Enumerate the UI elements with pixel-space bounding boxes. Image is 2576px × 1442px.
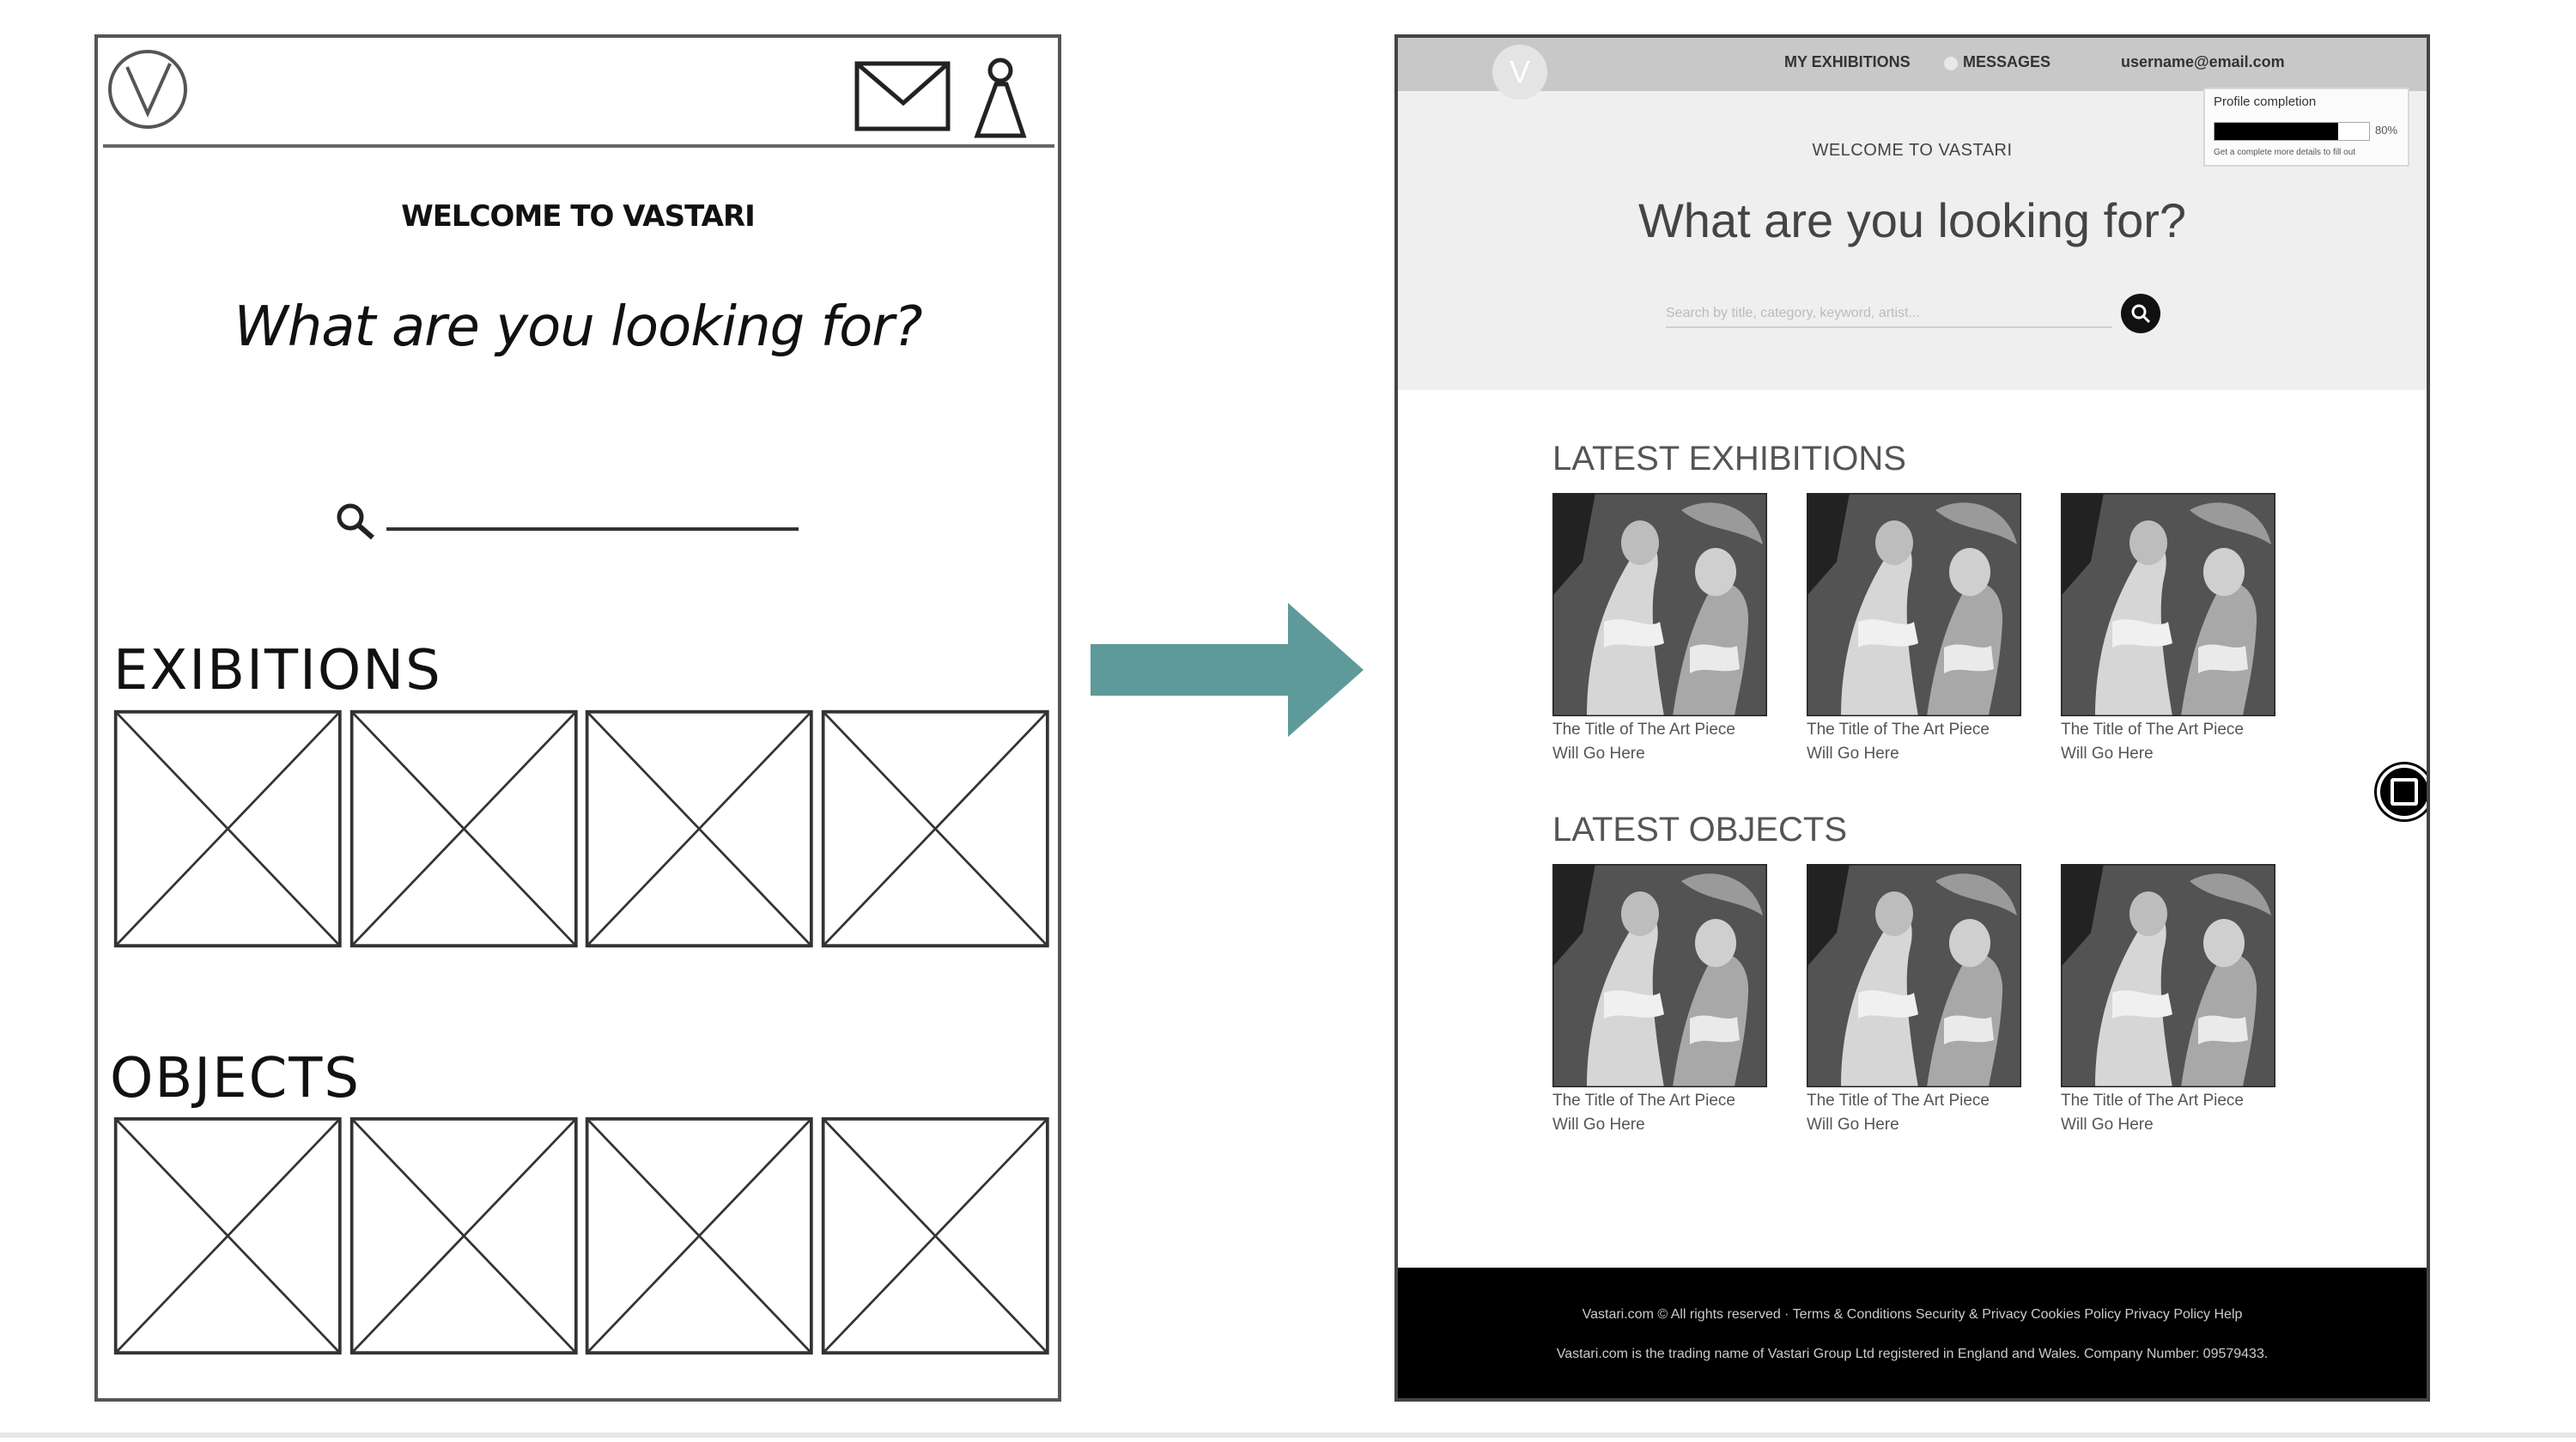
sketch-placeholder-box: [821, 709, 1050, 948]
sketch-user-icon: [974, 58, 1027, 138]
artwork-thumbnail: [1807, 864, 2021, 1087]
profile-completion-note: Get a complete more details to fill out: [2214, 148, 2356, 157]
sketch-placeholder-box: [113, 1116, 343, 1355]
exhibition-card[interactable]: The Title of The Art Piece Will Go Here: [2061, 493, 2275, 764]
welcome-heading: WELCOME TO VASTARI: [1812, 141, 2013, 160]
sketch-question: What are you looking for?: [234, 295, 922, 359]
sketch-placeholder-box: [821, 1116, 1050, 1355]
messages-dot-icon: [1944, 57, 1958, 70]
artwork-thumbnail: [1807, 493, 2021, 716]
card-title-line1: The Title of The Art Piece: [2061, 1092, 2244, 1110]
sketch-placeholder-box: [349, 1116, 579, 1355]
search-input[interactable]: [1666, 301, 2112, 328]
footer-links[interactable]: Vastari.com © All rights reserved · Term…: [1582, 1307, 2243, 1322]
hifi-mockup: V MY EXHIBITIONS MESSAGES username@email…: [1394, 34, 2430, 1402]
card-title-line1: The Title of The Art Piece: [2061, 721, 2244, 739]
card-title-line2: Will Go Here: [1552, 1116, 1645, 1134]
sketch-wireframe: WELCOME TO VASTARI What are you looking …: [94, 34, 1061, 1402]
card-title-line1: The Title of The Art Piece: [1807, 721, 1990, 739]
object-card[interactable]: The Title of The Art Piece Will Go Here: [1807, 864, 2021, 1135]
artwork-thumbnail: [2061, 493, 2275, 716]
search-question: What are you looking for?: [1637, 193, 2187, 247]
square-icon: [2391, 778, 2418, 806]
profile-completion-bar: [2214, 122, 2370, 141]
profile-completion-card[interactable]: Profile completion 80% Get a complete mo…: [2203, 88, 2409, 167]
sketch-logo-icon: [108, 50, 187, 129]
card-title-line2: Will Go Here: [2061, 1116, 2154, 1134]
card-title-line1: The Title of The Art Piece: [1552, 721, 1735, 739]
nav-messages[interactable]: MESSAGES: [1963, 53, 2051, 70]
floating-action-button[interactable]: [2377, 764, 2427, 819]
sketch-objects-title: OBJECTS: [110, 1047, 361, 1110]
nav-my-exhibitions[interactable]: MY EXHIBITIONS: [1784, 53, 1911, 70]
sketch-search-line: [386, 527, 799, 531]
site-footer: Vastari.com © All rights reserved · Term…: [1398, 1268, 2427, 1398]
search-button[interactable]: [2121, 294, 2160, 333]
object-card[interactable]: The Title of The Art Piece Will Go Here: [1552, 864, 1767, 1135]
sketch-placeholder-box: [113, 709, 343, 948]
card-title-line2: Will Go Here: [1552, 745, 1645, 763]
card-title-line2: Will Go Here: [2061, 745, 2154, 763]
profile-completion-percent: 80%: [2375, 124, 2398, 137]
card-title-line2: Will Go Here: [1807, 745, 1899, 763]
transition-arrow-icon: [1091, 603, 1364, 737]
sketch-header-divider: [103, 144, 1054, 148]
card-title-line1: The Title of The Art Piece: [1552, 1092, 1735, 1110]
exhibition-card[interactable]: The Title of The Art Piece Will Go Here: [1552, 493, 1767, 764]
sketch-mail-icon: [854, 61, 951, 131]
nav-user-email[interactable]: username@email.com: [2121, 53, 2285, 70]
footer-company-info: Vastari.com is the trading name of Vasta…: [1556, 1347, 2269, 1361]
artwork-thumbnail: [2061, 864, 2275, 1087]
latest-objects-title: LATEST OBJECTS: [1552, 811, 1848, 849]
object-card[interactable]: The Title of The Art Piece Will Go Here: [2061, 864, 2275, 1135]
sketch-placeholder-box: [585, 1116, 814, 1355]
sketch-objects-row: [113, 1116, 1049, 1355]
profile-completion-label: Profile completion: [2214, 94, 2317, 109]
sketch-placeholder-box: [349, 709, 579, 948]
latest-exhibitions-title: LATEST EXHIBITIONS: [1552, 440, 1906, 478]
artwork-thumbnail: [1552, 864, 1767, 1087]
vastari-logo[interactable]: V: [1492, 45, 1547, 100]
bottom-divider: [0, 1433, 2576, 1438]
sketch-exhibitions-row: [113, 709, 1049, 948]
profile-completion-fill: [2215, 123, 2338, 140]
card-title-line1: The Title of The Art Piece: [1807, 1092, 1990, 1110]
top-navbar: [1398, 38, 2427, 91]
sketch-placeholder-box: [585, 709, 814, 948]
sketch-exhibitions-title: EXIBITIONS: [113, 639, 442, 703]
sketch-welcome: WELCOME TO VASTARI: [401, 199, 756, 234]
sketch-search-icon: [337, 503, 374, 540]
search-icon: [2131, 304, 2151, 324]
exhibition-card[interactable]: The Title of The Art Piece Will Go Here: [1807, 493, 2021, 764]
card-title-line2: Will Go Here: [1807, 1116, 1899, 1134]
artwork-thumbnail: [1552, 493, 1767, 716]
